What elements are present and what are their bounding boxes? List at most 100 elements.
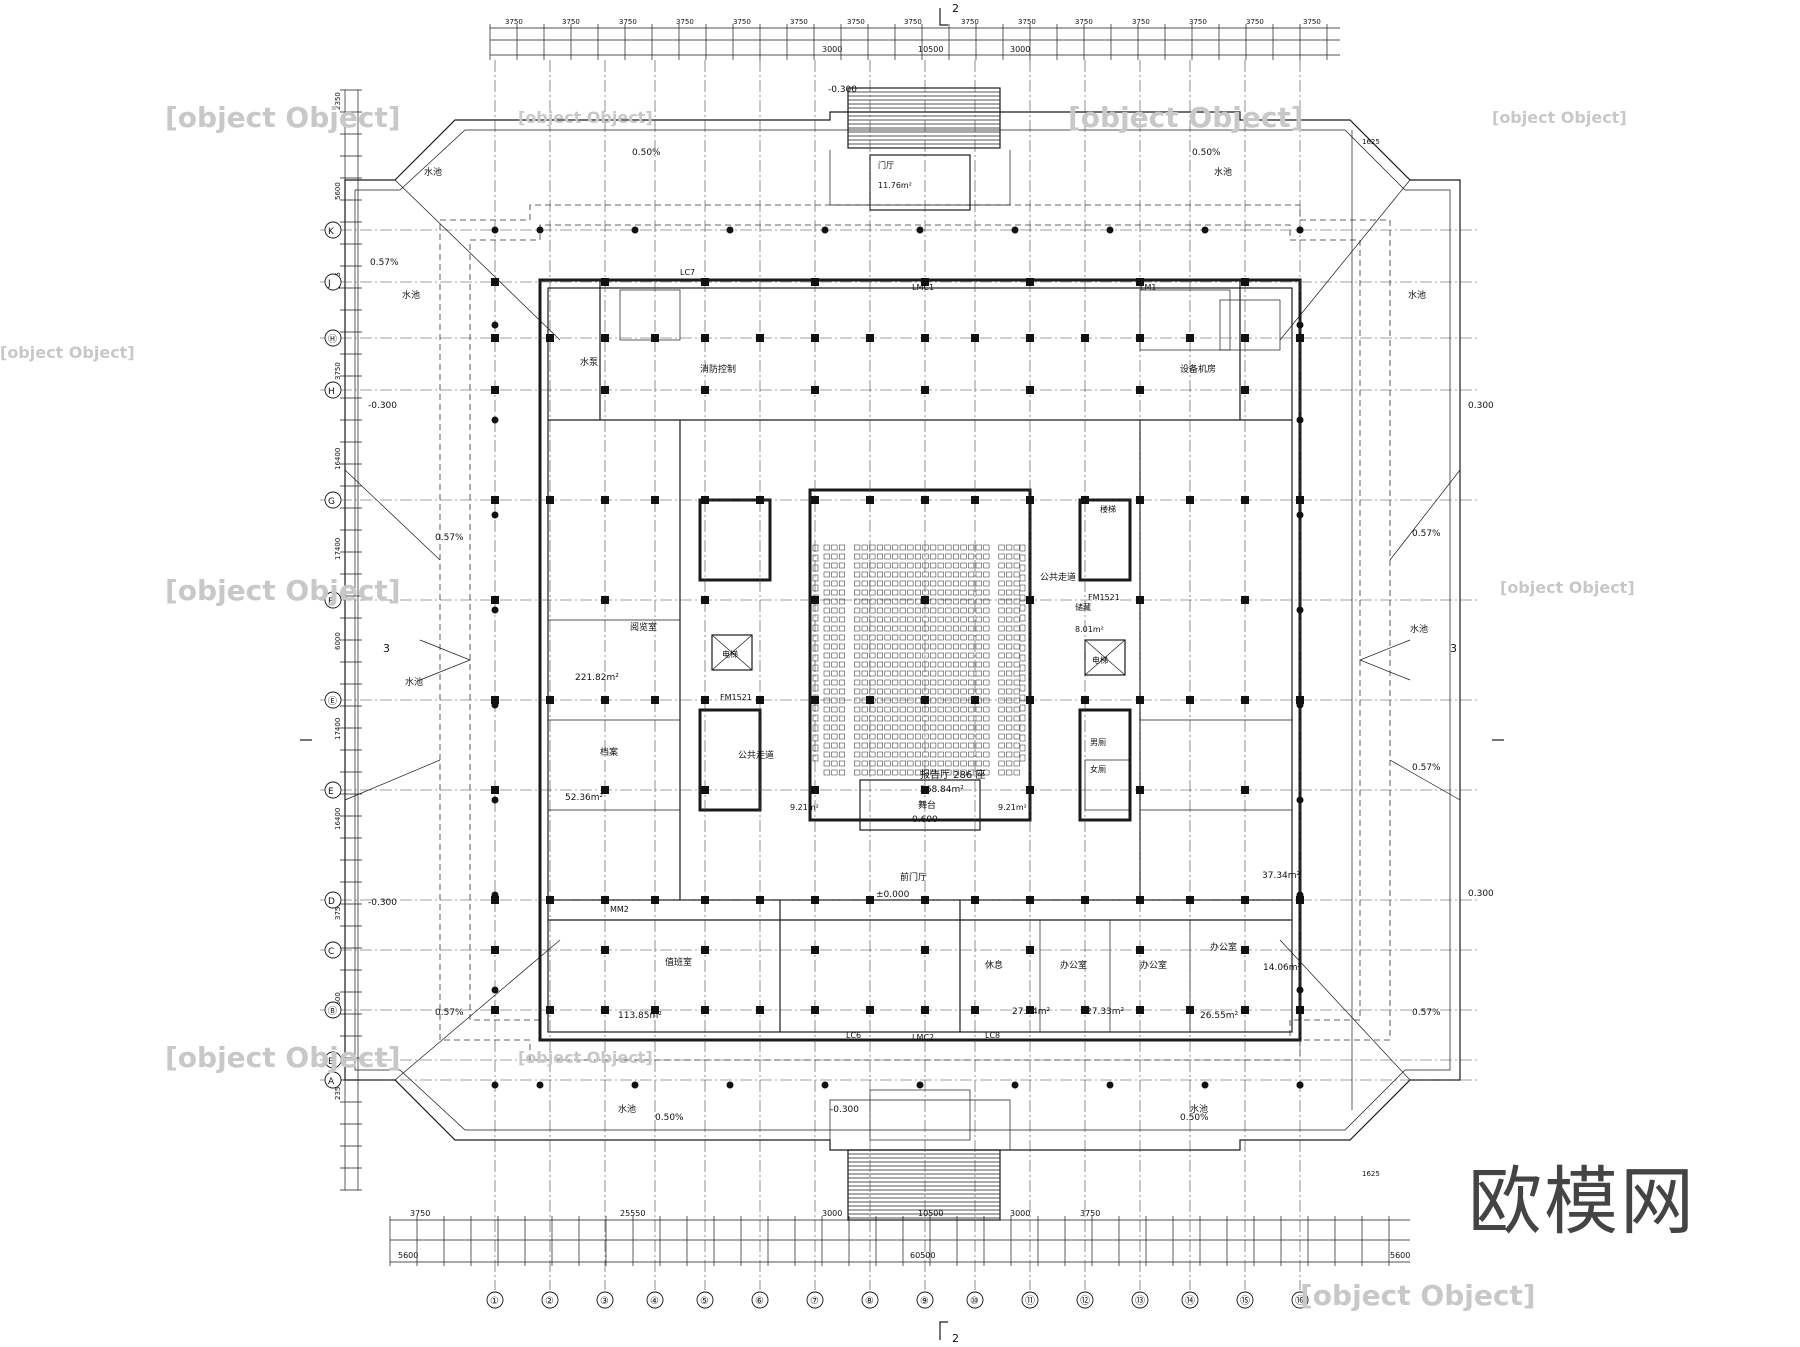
- seat: [975, 724, 982, 731]
- auditorium-seating: [812, 544, 1026, 776]
- seat: [869, 706, 876, 713]
- seat: [907, 616, 914, 623]
- side-seat-left: [812, 644, 819, 652]
- seat: [869, 553, 876, 560]
- seat: [998, 553, 1005, 560]
- column-4-3: [651, 496, 659, 504]
- seat: [838, 652, 845, 659]
- seat: [854, 670, 861, 677]
- seat: [968, 751, 975, 758]
- seat: [892, 634, 899, 641]
- seat: [983, 742, 990, 749]
- seat: [922, 643, 929, 650]
- seat: [937, 643, 944, 650]
- column-9-2: [601, 946, 609, 954]
- seat: [876, 562, 883, 569]
- seat: [998, 571, 1005, 578]
- column-5-10: [1026, 596, 1034, 604]
- seat: [937, 625, 944, 632]
- room-elevator-right: 电梯: [1092, 655, 1108, 665]
- seat: [831, 589, 838, 596]
- seat: [1013, 553, 1020, 560]
- building-walls: [538, 154, 1302, 1141]
- seat: [892, 598, 899, 605]
- seat: [869, 751, 876, 758]
- seat: [899, 625, 906, 632]
- seat: [876, 733, 883, 740]
- dim-bottom-2: 25550: [620, 1209, 645, 1218]
- seat: [998, 589, 1005, 596]
- seat: [823, 634, 830, 641]
- column-9-8: [921, 946, 929, 954]
- seat: [922, 706, 929, 713]
- seat: [983, 733, 990, 740]
- seat: [892, 769, 899, 776]
- col-bubble-label-9: ⑨: [920, 1296, 929, 1307]
- seat: [831, 652, 838, 659]
- seat: [998, 643, 1005, 650]
- seat: [914, 562, 921, 569]
- seat: [968, 544, 975, 551]
- seat: [861, 553, 868, 560]
- seat: [922, 652, 929, 659]
- seat: [884, 616, 891, 623]
- labels: 报告厅 286 座 268.84m² 舞台 0.600 前门厅 ±0.000 阅…: [368, 85, 1494, 1123]
- seat: [876, 598, 883, 605]
- side-seat-left: [812, 654, 819, 662]
- col-bubble-label-2: ②: [545, 1296, 554, 1307]
- dim-left-4: 3750: [334, 362, 342, 380]
- elev-left-upper: -0.300: [368, 401, 397, 411]
- seat: [937, 733, 944, 740]
- seat: [884, 571, 891, 578]
- col-bubble-label-16: ⑯: [1295, 1295, 1305, 1307]
- column-5-12: [1136, 596, 1144, 604]
- seat: [884, 733, 891, 740]
- seat: [983, 715, 990, 722]
- seat: [838, 742, 845, 749]
- seat: [914, 598, 921, 605]
- seat: [930, 715, 937, 722]
- row-bubble-label-12: B: [328, 1057, 334, 1067]
- seat: [937, 760, 944, 767]
- seat: [930, 769, 937, 776]
- seat: [1013, 670, 1020, 677]
- seat: [838, 571, 845, 578]
- watermark-3: [object Object]: [1068, 101, 1304, 134]
- dim-right-small-1: 1625: [1362, 138, 1380, 146]
- seat: [914, 715, 921, 722]
- seat: [854, 688, 861, 695]
- seat: [930, 679, 937, 686]
- seat: [861, 751, 868, 758]
- seat: [854, 733, 861, 740]
- seat: [892, 553, 899, 560]
- seat: [899, 670, 906, 677]
- seat: [998, 562, 1005, 569]
- seat: [869, 715, 876, 722]
- seat: [937, 634, 944, 641]
- column-2-13: [1186, 334, 1194, 342]
- seat: [907, 751, 914, 758]
- seat: [899, 724, 906, 731]
- outer-column-right: [1296, 226, 1304, 234]
- seat: [869, 571, 876, 578]
- side-seat-left: [812, 634, 819, 642]
- dim-left-10: 3750: [334, 902, 342, 920]
- column-6-3: [651, 696, 659, 704]
- seat: [937, 661, 944, 668]
- seat: [823, 670, 830, 677]
- seat: [930, 625, 937, 632]
- side-seat-left: [812, 674, 819, 682]
- dim-top-13: 3750: [1189, 18, 1207, 26]
- room-office-2: 办公室: [1140, 959, 1167, 971]
- column-3-12: [1136, 386, 1144, 394]
- dim-left-2: 5600: [334, 182, 342, 200]
- door-fm1521-right: FM1521: [1088, 593, 1120, 602]
- seat: [914, 544, 921, 551]
- seat: [937, 688, 944, 695]
- dim-bottom-side-right: 5600: [1390, 1251, 1410, 1260]
- column-8-12: [1136, 896, 1144, 904]
- seat: [975, 553, 982, 560]
- seat: [899, 688, 906, 695]
- seat: [975, 688, 982, 695]
- slope-right-upper: 0.57%: [1412, 529, 1441, 539]
